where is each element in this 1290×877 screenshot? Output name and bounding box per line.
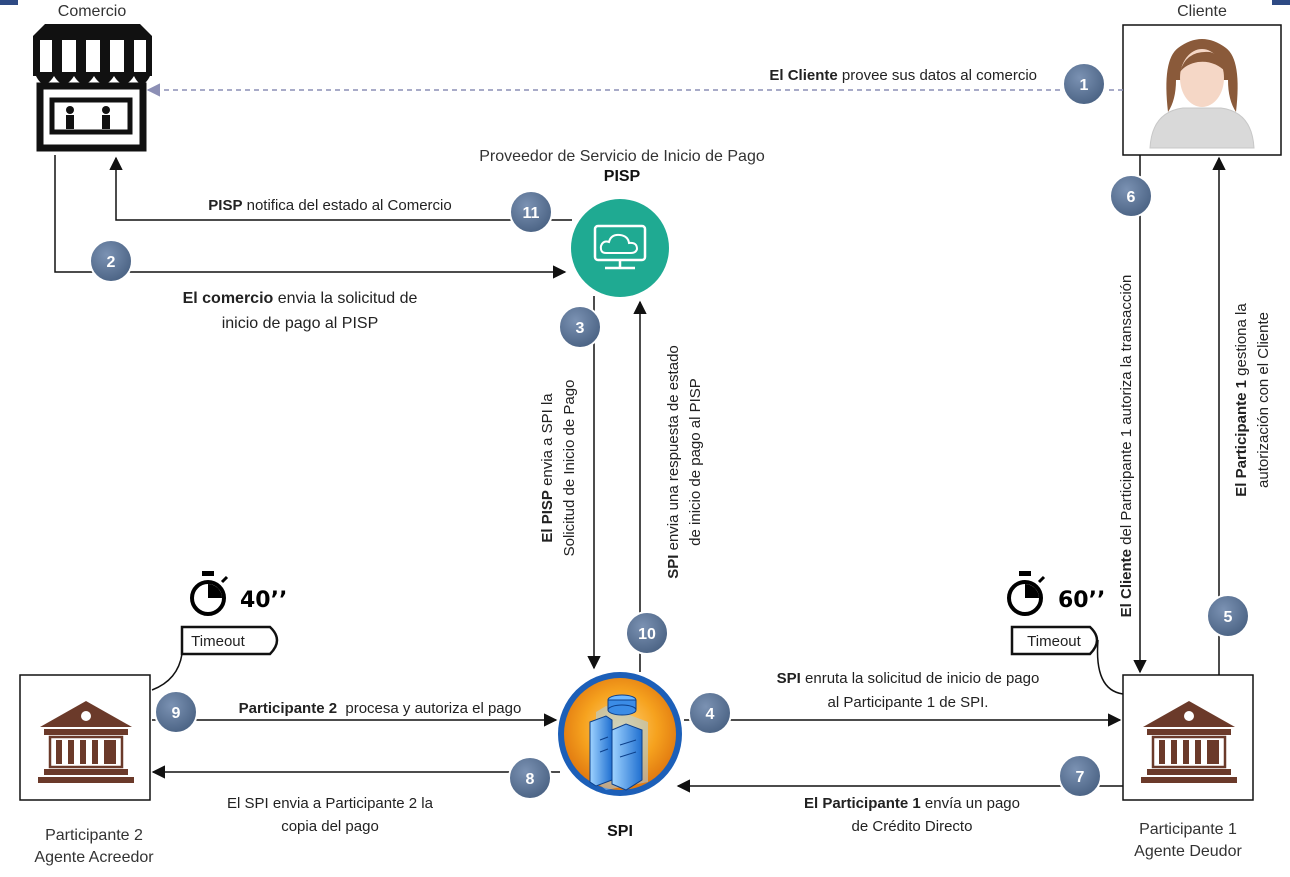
storefront-icon bbox=[33, 24, 152, 152]
step-1-badge: 1 bbox=[1062, 62, 1106, 106]
step-10-label-line2: de inicio de pago al PISP bbox=[687, 378, 704, 546]
step-8-label: El SPI envia a Participante 2 la bbox=[227, 795, 434, 812]
step-2-label: El comercio envia la solicitud de bbox=[183, 290, 418, 307]
svg-text:1: 1 bbox=[1080, 77, 1089, 94]
step-5-label: El Participante 1 gestiona la bbox=[1233, 303, 1250, 497]
timeout-right-label: Timeout bbox=[1027, 633, 1081, 650]
timer-right-value: 60’’ bbox=[1058, 588, 1105, 613]
step-5-badge: 5 bbox=[1206, 594, 1250, 638]
bank-building-icon bbox=[1141, 701, 1237, 783]
step-4-badge: 4 bbox=[688, 691, 732, 735]
timeout-right-connector bbox=[1096, 639, 1124, 695]
timer-left-value: 40’’ bbox=[240, 588, 287, 613]
step-4-label: SPI enruta la solicitud de inicio de pag… bbox=[777, 670, 1040, 687]
corner-accent-right bbox=[1272, 0, 1290, 5]
comercio-label: Comercio bbox=[58, 3, 127, 20]
step-3-label-line2: Solicitud de Inicio de Pago bbox=[561, 380, 578, 557]
step-5-label-line2: autorización con el Cliente bbox=[1255, 312, 1272, 488]
svg-text:5: 5 bbox=[1224, 609, 1233, 626]
step-11-label: PISP notifica del estado al Comercio bbox=[208, 197, 451, 214]
cliente-label: Cliente bbox=[1177, 3, 1227, 20]
server-database-icon bbox=[558, 672, 682, 796]
step-6-badge: 6 bbox=[1109, 174, 1153, 218]
step-9-label: Participante 2 procesa y autoriza el pag… bbox=[239, 700, 522, 717]
svg-text:3: 3 bbox=[576, 320, 585, 337]
svg-text:8: 8 bbox=[526, 771, 535, 788]
step-8-badge: 8 bbox=[508, 756, 552, 800]
svg-text:4: 4 bbox=[706, 706, 715, 723]
svg-text:10: 10 bbox=[638, 626, 656, 643]
step-8-label-line2: copia del pago bbox=[281, 818, 379, 835]
timeout-left-connector bbox=[151, 653, 183, 691]
cloud-monitor-icon bbox=[571, 199, 669, 297]
pisp-title: Proveedor de Servicio de Inicio de Pago bbox=[479, 148, 765, 165]
step-10-badge: 10 bbox=[625, 611, 669, 655]
step-10-label: SPI envia una respuesta de estado bbox=[665, 345, 682, 579]
corner-accent-left bbox=[0, 0, 18, 5]
svg-text:9: 9 bbox=[172, 705, 181, 722]
step-2-label-line2: inicio de pago al PISP bbox=[222, 315, 379, 332]
step-7-label-line2: de Crédito Directo bbox=[852, 818, 973, 835]
svg-text:7: 7 bbox=[1076, 769, 1085, 786]
step-7-label: El Participante 1 envía un pago bbox=[804, 795, 1020, 812]
step-9-badge: 9 bbox=[154, 690, 198, 734]
svg-text:11: 11 bbox=[523, 205, 540, 222]
svg-text:2: 2 bbox=[107, 254, 116, 271]
step-2-badge: 2 bbox=[89, 239, 133, 283]
step-11-badge: 11 bbox=[509, 190, 553, 234]
stopwatch-icon bbox=[1007, 571, 1046, 616]
step-4-label-line2: al Participante 1 de SPI. bbox=[828, 694, 989, 711]
spi-label: SPI bbox=[607, 823, 633, 840]
step-6-label: El Cliente del Participante 1 autoriza l… bbox=[1118, 275, 1135, 618]
step-3-label: El PISP envia a SPI la bbox=[539, 393, 556, 543]
timeout-tag-left bbox=[180, 625, 279, 656]
participante1-label-2: Agente Deudor bbox=[1134, 843, 1242, 860]
participante2-label-1: Participante 2 bbox=[45, 827, 143, 844]
timeout-tag-right bbox=[1010, 625, 1099, 656]
arrow-step-11 bbox=[109, 156, 572, 221]
bank-building-icon bbox=[38, 701, 134, 783]
svg-text:6: 6 bbox=[1127, 189, 1136, 206]
step-7-badge: 7 bbox=[1058, 754, 1102, 798]
person-avatar-icon bbox=[1149, 39, 1255, 149]
pisp-abbr: PISP bbox=[604, 168, 641, 185]
arrow-step-2 bbox=[54, 155, 567, 279]
timeout-left-label: Timeout bbox=[191, 633, 245, 650]
step-1-label: El Cliente provee sus datos al comercio bbox=[769, 67, 1037, 84]
stopwatch-icon bbox=[190, 571, 229, 616]
step-3-badge: 3 bbox=[558, 305, 602, 349]
participante1-label-1: Participante 1 bbox=[1139, 821, 1237, 838]
participante2-label-2: Agente Acreedor bbox=[34, 849, 154, 866]
